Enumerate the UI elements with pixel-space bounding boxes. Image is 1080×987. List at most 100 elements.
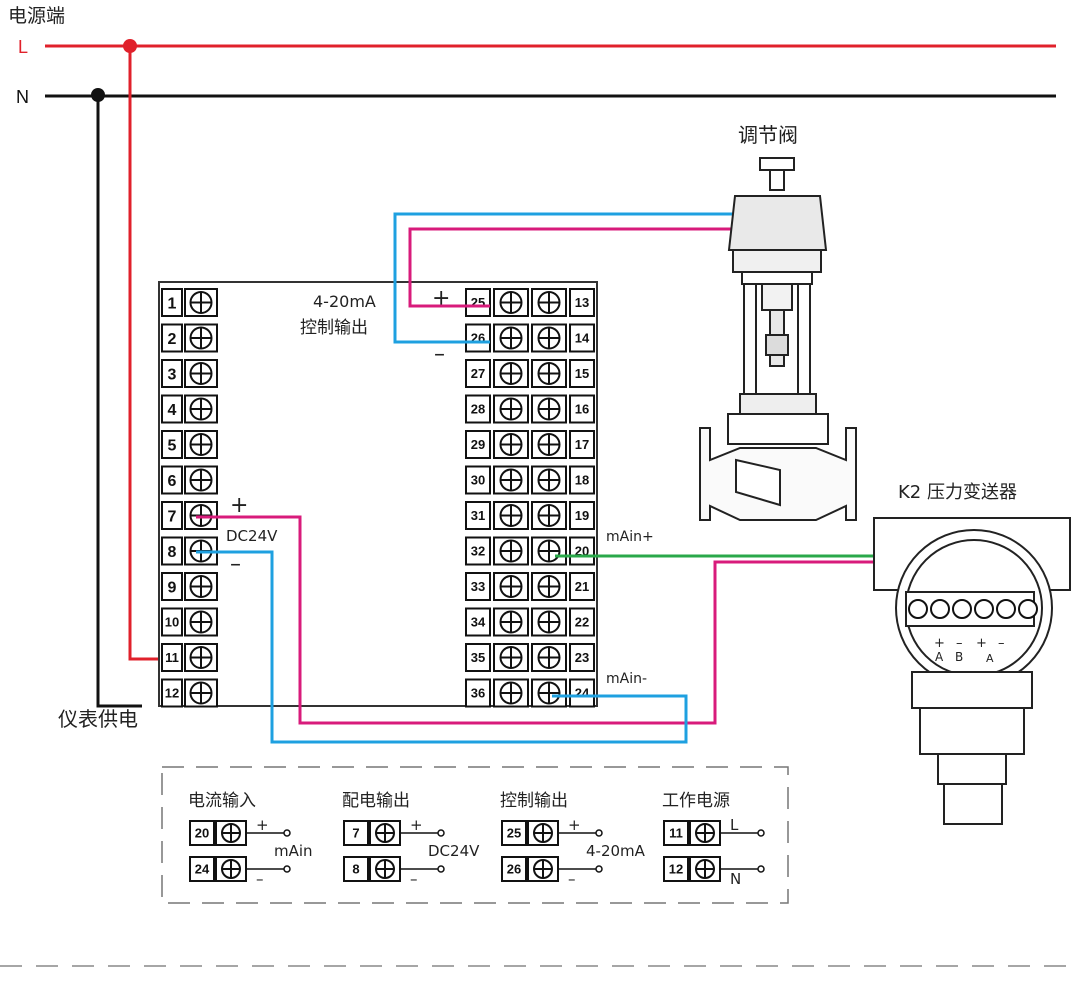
terminal-screw-19	[531, 501, 567, 530]
tx-pin-b: B	[955, 650, 963, 664]
terminal-number: 11	[669, 826, 683, 841]
terminal-17: 17	[569, 430, 595, 459]
legend-screw-12	[689, 856, 721, 882]
terminal-36: 36	[465, 678, 491, 708]
terminal-number: 12	[669, 862, 683, 877]
tx-pin-a: A	[935, 650, 944, 664]
terminal-screw-11	[184, 643, 218, 672]
terminal-screw-28	[493, 394, 529, 424]
wire-n-to-12	[96, 95, 142, 708]
terminal-22: 22	[569, 607, 595, 637]
terminal-25: 25	[465, 288, 491, 317]
power-title: 电源端	[8, 5, 65, 27]
terminal-number: 26	[507, 862, 521, 877]
legend-title: 配电输出	[342, 791, 410, 811]
dc-plus: +	[230, 493, 248, 518]
legend-screw-26	[527, 856, 559, 882]
terminal-29: 29	[465, 430, 491, 459]
legend-terminal-7: 7	[343, 820, 369, 846]
terminal-screw-31	[493, 501, 529, 530]
terminal-screw-35	[493, 643, 529, 672]
terminal-14: 14	[569, 323, 595, 353]
terminal-number: 29	[471, 437, 485, 452]
tx-sign-4: –	[998, 636, 1005, 651]
output-label-2: 控制输出	[300, 318, 368, 338]
terminal-screw-17	[531, 430, 567, 459]
legend-screw-8	[369, 856, 401, 882]
terminal-number: 14	[575, 331, 590, 346]
wire-valve-plus	[408, 227, 732, 308]
terminal-20: 20	[569, 536, 595, 566]
terminal-24: 24	[569, 678, 595, 708]
terminal-11: 11	[161, 643, 183, 672]
terminal-screw-23	[531, 643, 567, 672]
tx-screw	[952, 599, 972, 619]
terminal-screw-32	[493, 536, 529, 566]
legend-sign-1: +	[256, 816, 269, 834]
legend-note: DC24V	[428, 842, 480, 860]
terminal-number: 20	[195, 826, 209, 841]
legend-terminal-8: 8	[343, 856, 369, 882]
legend-terminal-11: 11	[663, 820, 689, 846]
terminal-number: 32	[471, 544, 485, 559]
main-plus-label: mAin+	[606, 529, 654, 545]
terminal-4: 4	[161, 394, 183, 424]
dc-label: DC24V	[226, 527, 278, 545]
main-minus-label: mAin-	[606, 671, 647, 687]
legend-terminal-24: 24	[189, 856, 215, 882]
terminal-number: 9	[168, 579, 177, 596]
legend-sign-2: –	[410, 870, 418, 888]
legend-terminal-26: 26	[501, 856, 527, 882]
transmitter-icon	[873, 517, 1071, 825]
terminal-21: 21	[569, 572, 595, 601]
terminal-number: 23	[575, 650, 589, 665]
terminal-number: 4	[168, 402, 177, 419]
terminal-number: 3	[168, 366, 177, 383]
terminal-screw-21	[531, 572, 567, 601]
tx-screw	[1018, 599, 1038, 619]
wire-dc-minus	[196, 550, 688, 744]
terminal-number: 11	[165, 650, 179, 665]
terminal-number: 25	[507, 826, 521, 841]
wire-valve-minus	[393, 212, 736, 344]
terminal-number: 21	[575, 579, 589, 594]
terminal-number: 27	[471, 366, 485, 381]
terminal-33: 33	[465, 572, 491, 601]
terminal-31: 31	[465, 501, 491, 530]
terminal-number: 33	[471, 579, 485, 594]
legend-group-2: 配电输出 7 8 + –DC24V	[342, 791, 480, 888]
legend-note: mAin	[274, 842, 313, 860]
tx-screw	[996, 599, 1016, 619]
terminal-number: 35	[471, 650, 485, 665]
legend-screw-25	[527, 820, 559, 846]
terminal-screw-4	[184, 394, 218, 424]
terminal-5: 5	[161, 430, 183, 459]
terminal-32: 32	[465, 536, 491, 566]
terminal-screw-16	[531, 394, 567, 424]
tx-pin-a2: A	[986, 652, 994, 665]
terminal-7: 7	[161, 501, 183, 530]
terminal-number: 10	[165, 615, 179, 630]
terminal-screw-27	[493, 359, 529, 388]
terminal-screw-1	[184, 288, 218, 317]
terminal-number: 19	[575, 508, 589, 523]
terminal-34: 34	[465, 607, 491, 637]
tx-screw	[908, 599, 928, 619]
terminal-35: 35	[465, 643, 491, 672]
legend-sign-1: +	[410, 816, 423, 834]
terminal-8: 8	[161, 536, 183, 566]
terminal-number: 18	[575, 473, 589, 488]
terminal-number: 15	[575, 366, 589, 381]
terminal-number: 7	[352, 826, 359, 841]
legend-screw-20	[215, 820, 247, 846]
terminal-screw-30	[493, 465, 529, 495]
legend-title: 控制输出	[500, 791, 568, 811]
terminal-screw-6	[184, 465, 218, 495]
terminal-number: 2	[168, 331, 177, 348]
terminal-number: 6	[168, 473, 177, 490]
terminal-2: 2	[161, 323, 183, 353]
